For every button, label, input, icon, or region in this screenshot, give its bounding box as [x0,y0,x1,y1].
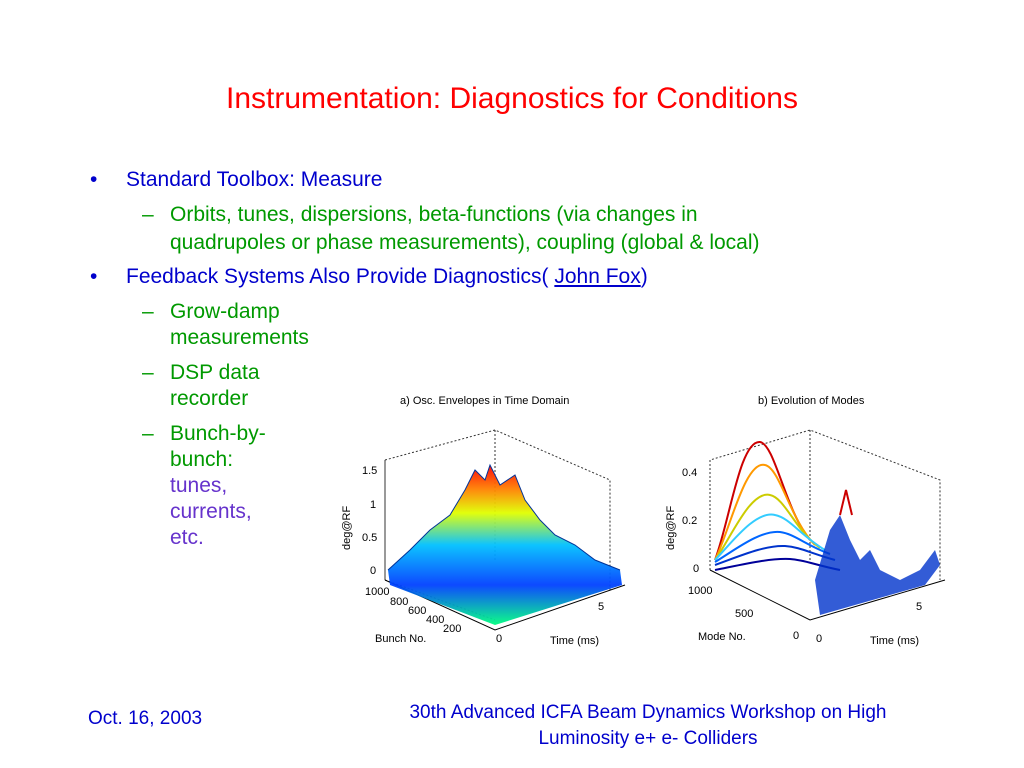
footer-line2: Luminosity e+ e- Colliders [538,728,758,749]
figure-b-title: b) Evolution of Modes [758,395,865,407]
figure-a-surface [388,465,622,625]
figure-a-ztick: 400 [426,614,444,626]
sub-text-line2: quadrupoles or phase measurements), coup… [170,231,760,254]
dash: – [142,361,154,384]
figure-b-zlabel: Mode No. [698,631,746,643]
figure-b-ytick: 0 [693,563,699,575]
footer-date: Oct. 16, 2003 [88,708,203,729]
figure-b-xlabel: Time (ms) [870,635,919,647]
figure-a-ylabel: deg@RF [341,506,353,550]
figure-a-ztick: 1000 [365,586,389,598]
figure-a-ztick: 200 [443,623,461,635]
figure-a-xlabel: Time (ms) [550,635,599,647]
figure-a-zlabel: Bunch No. [375,633,426,645]
figure-b-xtick: 5 [916,601,922,613]
sub-text-line1: Orbits, tunes, dispersions, beta-functio… [170,203,698,226]
john-fox-link[interactable]: John Fox [554,265,641,288]
footer-line1: 30th Advanced ICFA Beam Dynamics Worksho… [409,702,887,723]
bullet-dot: • [90,265,98,288]
figure-a-ytick: 1 [370,499,376,511]
footer-workshop: 30th Advanced ICFA Beam Dynamics Worksho… [348,700,948,752]
figure-a-ytick: 0 [370,565,376,577]
figure-a-xtick: 0 [496,633,502,645]
figure-a-ztick: 800 [390,596,408,608]
dash: – [142,300,154,323]
figure-b-ytick: 0.4 [682,467,697,479]
bullet2-suffix: ) [640,265,648,288]
figure-a-ztick: 600 [408,605,426,617]
bullet2-prefix: Feedback Systems Also Provide Diagnostic… [126,265,549,288]
figure-b-ytick: 0.2 [682,515,697,527]
figure-b-plot: 0.4 0.2 0 deg@RF 1000 500 0 Mode No. 0 5… [665,429,946,647]
bullet-text: Standard Toolbox: Measure [126,168,383,191]
figure-b-ztick: 1000 [688,585,712,597]
figure-b-xtick: 0 [816,633,822,645]
dash: – [142,422,154,445]
figure-b-ztick: 0 [793,630,799,642]
dash: – [142,203,154,226]
sub-text: Bunch-by-bunch:tunes,currents,etc. [170,422,266,549]
figure-a-ytick: 1.5 [362,465,377,477]
figure-a-plot: 1.5 1 0.5 0 deg@RF 1000 800 600 400 200 … [341,429,626,647]
figure-b-ylabel: deg@RF [665,506,677,550]
figure-a-ytick: 0.5 [362,532,377,544]
figure-a-title: a) Osc. Envelopes in Time Domain [400,395,570,407]
slide-title: Instrumentation: Diagnostics for Conditi… [226,82,798,115]
figure-a-xtick: 5 [598,601,604,613]
bullet-text: Feedback Systems Also Provide Diagnostic… [126,265,648,289]
figure-b-ztick: 500 [735,608,753,620]
bullet-dot: • [90,168,98,191]
